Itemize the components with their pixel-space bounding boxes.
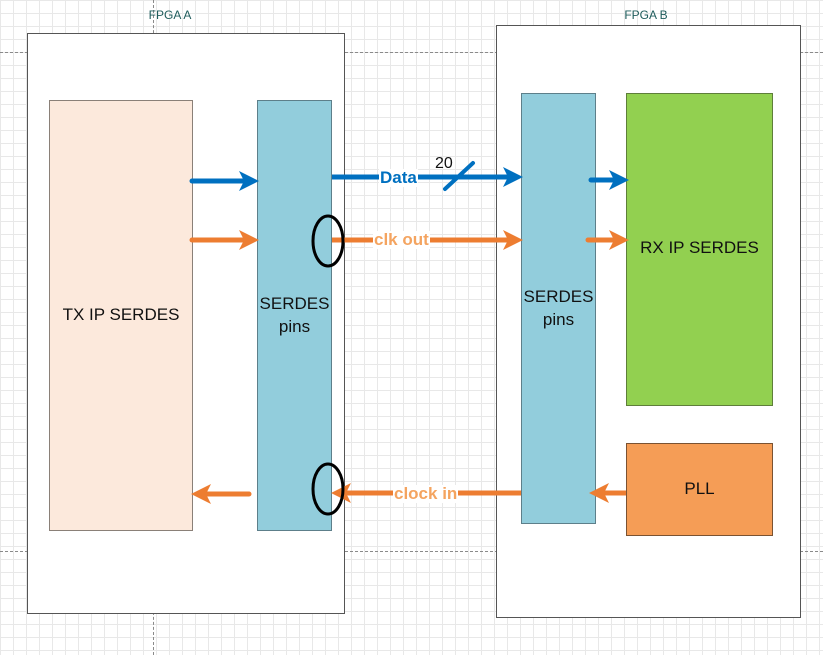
data-signal-label: Data [379,168,418,187]
rx-ip-serdes-block[interactable]: RX IP SERDES [626,93,773,406]
clock-in-signal-label: clock in [393,484,459,503]
clk-out-pin-highlight [311,214,345,268]
tx-ip-serdes-label: TX IP SERDES [62,305,180,325]
rx-ip-serdes-label: RX IP SERDES [640,238,759,257]
fpga-a-title: FPGA A [148,8,192,22]
pll-label: PLL [684,479,715,499]
guide-line-horizontal-top [0,52,823,53]
serdes-pins-a-block[interactable]: SERDES pins [257,100,332,531]
fpga-b-title: FPGA B [624,8,668,22]
clk-out-signal-label: clk out [373,230,430,249]
bus-width-label: 20 [435,155,453,172]
tx-ip-serdes-block[interactable]: TX IP SERDES [49,100,193,531]
serdes-pins-b-block[interactable]: SERDES pins [521,93,596,524]
pll-block[interactable]: PLL [626,443,773,536]
guide-line-horizontal-bottom [0,551,823,552]
bus-width-slash [443,161,475,191]
serdes-pins-a-label: SERDES pins [259,293,330,336]
serdes-pins-b-label: SERDES pins [523,286,594,329]
clock-in-pin-highlight [311,462,345,516]
